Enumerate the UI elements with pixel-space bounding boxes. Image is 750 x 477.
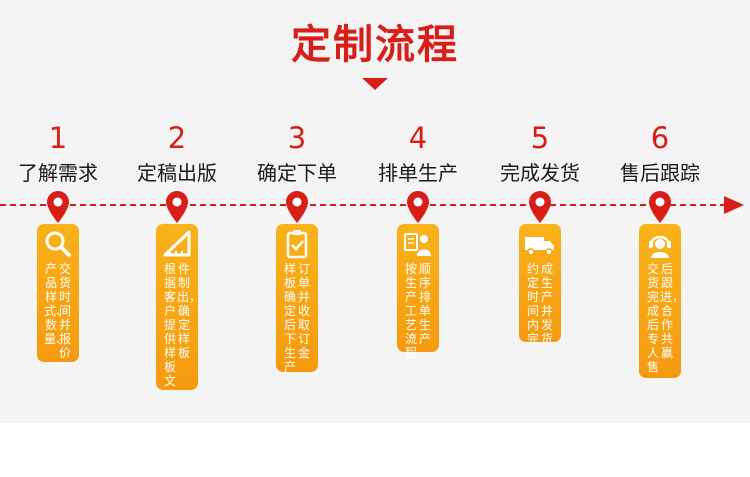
step-card: 顺序排单生产 按生产工艺流程 (397, 224, 439, 360)
step-number: 5 (530, 121, 550, 155)
page-title: 定制流程 (291, 22, 459, 68)
step-card: 后跟进，合作共赢 交货完成后专人售 (639, 224, 685, 378)
step-label: 完成发货 (500, 161, 580, 185)
title-down-arrow-icon (362, 78, 388, 90)
step-card: 交货时间并报价 产品样式、数量、 (37, 224, 79, 362)
location-pin-icon (407, 191, 429, 223)
step-label: 确定下单 (257, 161, 337, 185)
location-pin-icon (649, 191, 671, 223)
step-card: 成生产并发货 约定时间内完 (519, 224, 561, 346)
step-label: 了解需求 (18, 161, 98, 185)
step-number: 1 (48, 121, 68, 155)
step-card: 件制出，确定样板 根据客户提供样板文 (156, 224, 202, 390)
step-description: 成生产并发货 约定时间内完 (526, 262, 553, 346)
location-pin-icon (286, 191, 308, 223)
step-description: 顺序排单生产 按生产工艺流程 (404, 262, 431, 360)
delivery-truck-icon (525, 237, 554, 256)
location-pin-icon (47, 191, 69, 223)
timeline-arrow-icon (724, 196, 744, 214)
process-panel: 定制流程 1 了解需求 交货时间并报价 产品样式、数量、 2 定稿出版 件制出，… (0, 0, 750, 423)
step-number: 3 (287, 121, 307, 155)
worker-icon (404, 233, 431, 256)
step-description: 交货时间并报价 产品样式、数量、 (44, 262, 71, 360)
clipboard-check-icon (286, 230, 308, 259)
step-number: 4 (408, 121, 428, 155)
step-description: 订单并收取订金 样板确定后下生产 (283, 262, 310, 374)
step-description: 件制出，确定样板 根据客户提供样板文 (163, 262, 202, 388)
location-pin-icon (166, 191, 188, 223)
step-number: 6 (650, 121, 670, 155)
customer-service-icon (649, 235, 671, 258)
step-label: 排单生产 (378, 161, 458, 185)
step-number: 2 (167, 121, 187, 155)
ruler-triangle-icon (163, 230, 191, 257)
location-pin-icon (529, 191, 551, 223)
timeline-dashed-line (0, 204, 726, 206)
step-description: 后跟进，合作共赢 交货完成后专人售 (646, 262, 685, 374)
step-label: 售后跟踪 (620, 161, 700, 185)
magnifier-icon (45, 231, 71, 257)
step-card: 订单并收取订金 样板确定后下生产 (276, 224, 318, 374)
step-label: 定稿出版 (137, 161, 217, 185)
